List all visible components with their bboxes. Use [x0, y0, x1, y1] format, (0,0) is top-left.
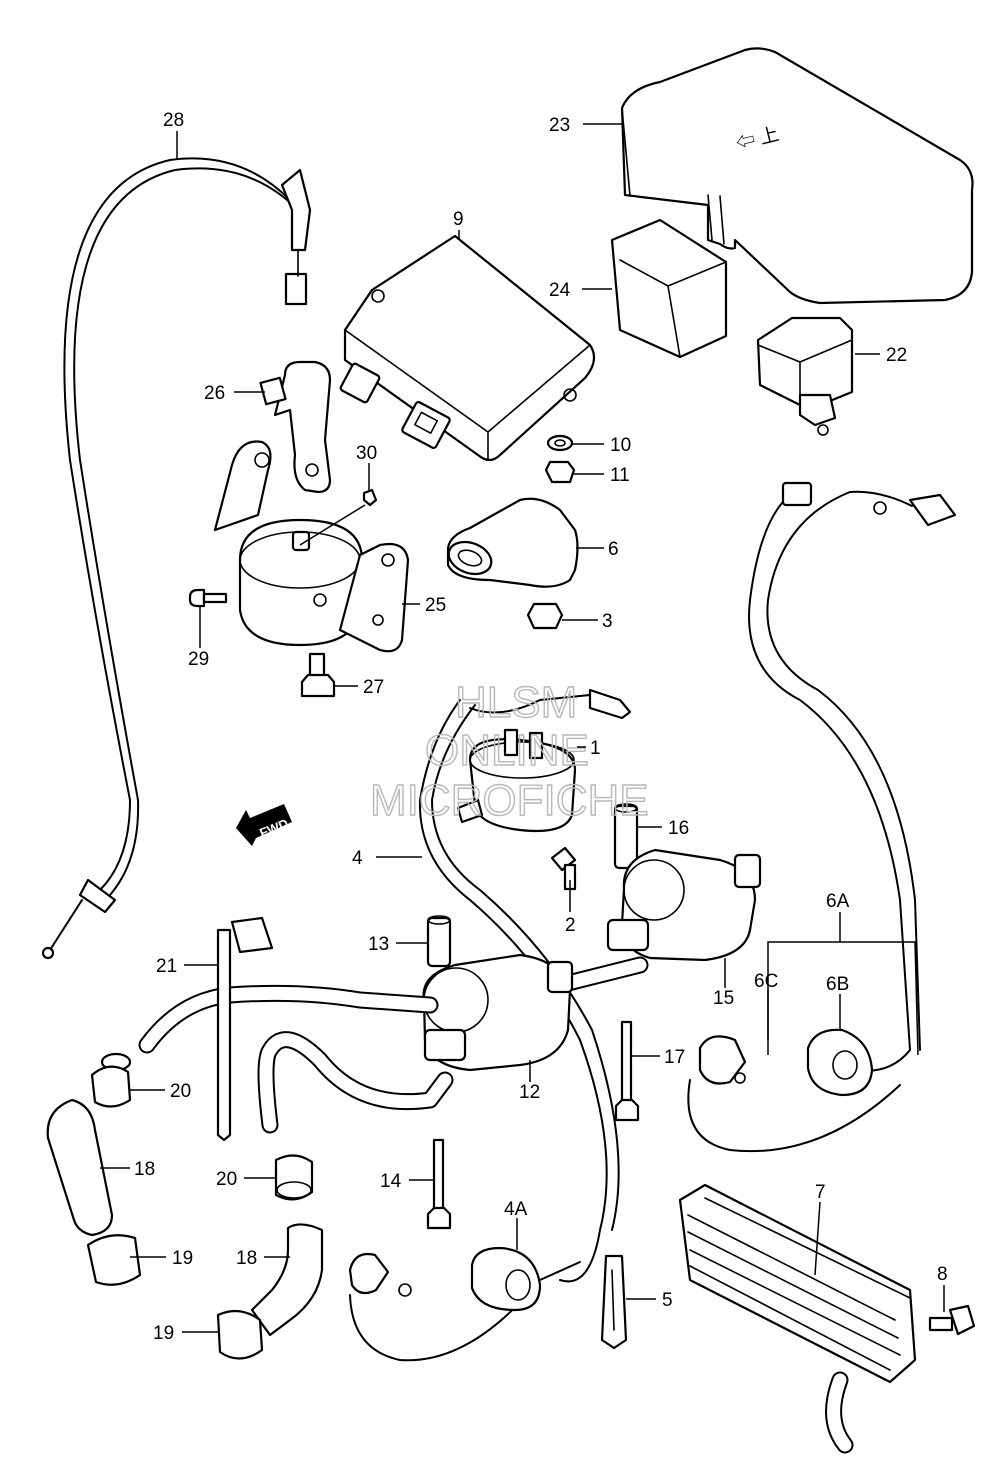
callout-6B: 6B	[826, 974, 849, 995]
part-11-nut	[544, 460, 576, 484]
part-6-cap	[446, 497, 579, 588]
callout-17: 17	[664, 1047, 685, 1068]
part-1-starter-relay	[456, 688, 632, 833]
callout-labels: 1 2 3 4 4A 5 6 6A 6B 6C 7 8 9 10 11 12 1…	[134, 110, 948, 1344]
callout-9: 9	[453, 209, 464, 230]
part-22-relay	[756, 316, 854, 436]
part-20-grommet-a	[90, 1052, 132, 1108]
part-3-nut	[526, 602, 564, 630]
watermark-line2: ONLINE	[425, 726, 589, 775]
callout-24: 24	[549, 280, 571, 301]
callout-29: 29	[188, 649, 209, 670]
callout-19a: 19	[172, 1248, 193, 1269]
part-right-harness	[687, 481, 957, 1153]
callout-20a: 20	[170, 1081, 191, 1102]
part-27-bolt	[300, 652, 336, 698]
part-hoses-left	[138, 984, 454, 1134]
part-17-bolt	[614, 1020, 640, 1122]
part-12-ignition-coil	[422, 953, 574, 1072]
callout-18b: 18	[236, 1248, 257, 1269]
part-25-horn	[213, 440, 410, 653]
part-4A-pickup	[348, 1246, 581, 1362]
callout-26: 26	[204, 383, 225, 404]
callout-28: 28	[163, 110, 184, 131]
callout-6A: 6A	[826, 891, 850, 912]
callout-5: 5	[662, 1290, 673, 1311]
part-8-bolt	[928, 1304, 976, 1336]
part-28-cable	[41, 157, 312, 960]
part-20-grommet-b	[274, 1154, 314, 1201]
part-2-bolt	[550, 846, 577, 891]
part-7-regulator	[678, 1183, 917, 1454]
callout-15: 15	[713, 988, 734, 1009]
part-29-bolt	[188, 588, 228, 608]
callout-20b: 20	[216, 1169, 237, 1190]
callout-4: 4	[352, 848, 363, 869]
callout-2: 2	[565, 915, 576, 936]
callout-13: 13	[368, 934, 389, 955]
watermark-line3: MICROFICHE	[370, 776, 649, 825]
callout-16: 16	[668, 818, 689, 839]
callout-3: 3	[602, 611, 613, 632]
part-19-plug-cap-a	[86, 1234, 142, 1286]
callout-27: 27	[363, 677, 384, 698]
part-24-relay	[610, 218, 728, 359]
callout-30: 30	[356, 443, 377, 464]
callout-23: 23	[549, 115, 570, 136]
callout-25: 25	[425, 595, 446, 616]
part-16-spacer	[613, 803, 639, 870]
callout-21: 21	[156, 956, 177, 977]
part-5-clamp	[600, 1254, 628, 1350]
callout-10: 10	[610, 435, 631, 456]
watermark-line1: HLSM	[455, 678, 577, 727]
part-30-clip	[362, 488, 378, 507]
part-18-plug-boot-a	[46, 1098, 114, 1237]
callout-6: 6	[608, 539, 619, 560]
callout-8: 8	[937, 1264, 948, 1285]
part-10-washer	[546, 434, 574, 452]
callout-12: 12	[519, 1082, 540, 1103]
callout-7: 7	[815, 1182, 826, 1203]
leader-lines	[100, 123, 945, 1333]
part-14-bolt	[426, 1138, 452, 1230]
callout-4A: 4A	[504, 1199, 528, 1220]
callout-6C: 6C	[754, 971, 778, 992]
part-18-plug-boot-b	[250, 1223, 324, 1337]
part-26-bracket	[259, 360, 332, 494]
callout-14: 14	[380, 1171, 402, 1192]
callout-19b: 19	[153, 1323, 174, 1344]
part-21-tie-strap	[216, 916, 274, 1142]
part-23-cover: ⇦ 上	[620, 47, 974, 305]
part-9-igniter-unit	[339, 234, 596, 462]
watermark: HLSM ONLINE MICROFICHE	[369, 677, 649, 825]
callout-11: 11	[610, 465, 630, 486]
callout-22: 22	[886, 345, 907, 366]
callout-1: 1	[590, 738, 601, 759]
fwd-arrow-icon: FWD	[236, 804, 292, 846]
part-13-spacer	[426, 915, 452, 968]
callout-18a: 18	[134, 1159, 155, 1180]
part-19-plug-cap-b	[216, 1309, 264, 1360]
